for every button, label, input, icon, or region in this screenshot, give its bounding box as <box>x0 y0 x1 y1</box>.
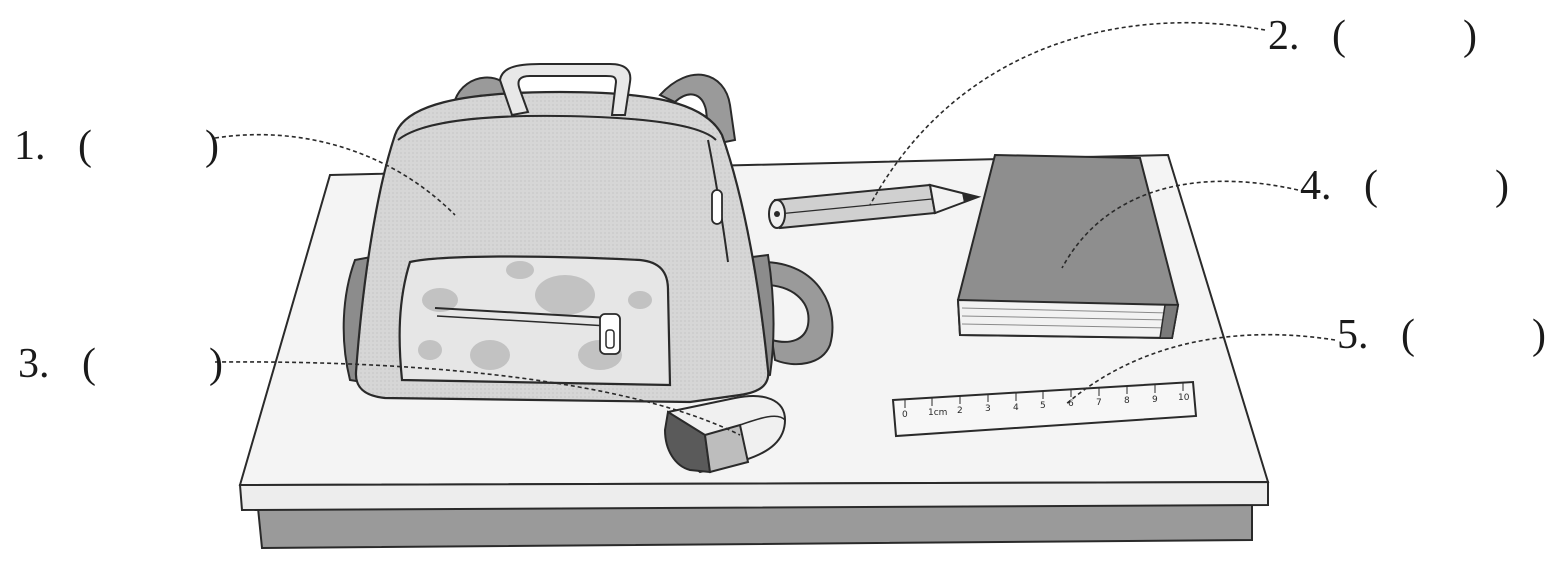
ruler-tick-9: 9 <box>1152 395 1158 405</box>
label-4: 4. ( ) <box>1300 165 1509 207</box>
pencil-icon <box>768 183 982 230</box>
label-5-close-paren: ) <box>1532 312 1546 358</box>
label-3: 3. ( ) <box>18 343 223 385</box>
leader-line-2 <box>869 21 1266 206</box>
eraser-icon <box>663 395 787 474</box>
label-1: 1. ( ) <box>14 125 219 167</box>
schoolbag-icon <box>342 63 834 404</box>
label-1-number: 1. <box>14 123 46 169</box>
label-2-number: 2. <box>1268 13 1300 59</box>
book-icon <box>956 153 1180 340</box>
ruler-tick-8: 8 <box>1124 396 1130 406</box>
label-4-open-paren: ( <box>1364 163 1378 209</box>
label-4-close-paren: ) <box>1495 163 1509 209</box>
leader-line-3 <box>214 361 741 436</box>
ruler-tick-4: 4 <box>1013 403 1019 413</box>
label-2: 2. ( ) <box>1268 15 1477 57</box>
label-1-open-paren: ( <box>78 123 92 169</box>
ruler-tick-0: 0 <box>902 410 908 420</box>
ruler-tick-3: 3 <box>985 404 991 414</box>
ruler-tick-5: 5 <box>1040 401 1046 411</box>
label-5-open-paren: ( <box>1401 312 1415 358</box>
ruler-unit: 1cm <box>928 408 947 418</box>
leader-line-4 <box>1061 180 1299 269</box>
ruler-tick-10: 10 <box>1178 393 1190 403</box>
ruler-tick-7: 7 <box>1096 398 1102 408</box>
label-5-number: 5. <box>1337 312 1369 358</box>
label-3-open-paren: ( <box>82 341 96 387</box>
leader-line-1 <box>214 133 456 216</box>
label-5: 5. ( ) <box>1337 314 1546 356</box>
label-2-open-paren: ( <box>1332 13 1346 59</box>
label-2-close-paren: ) <box>1463 13 1477 59</box>
ruler-tick-2: 2 <box>957 406 963 416</box>
label-3-close-paren: ) <box>209 341 223 387</box>
ruler-tick-6: 6 <box>1068 399 1074 409</box>
label-1-close-paren: ) <box>205 123 219 169</box>
leader-line-5 <box>1064 333 1336 406</box>
ruler-icon: 0 1cm 2 3 4 5 6 7 8 9 10 <box>891 380 1198 438</box>
label-3-number: 3. <box>18 341 50 387</box>
label-4-number: 4. <box>1300 163 1332 209</box>
